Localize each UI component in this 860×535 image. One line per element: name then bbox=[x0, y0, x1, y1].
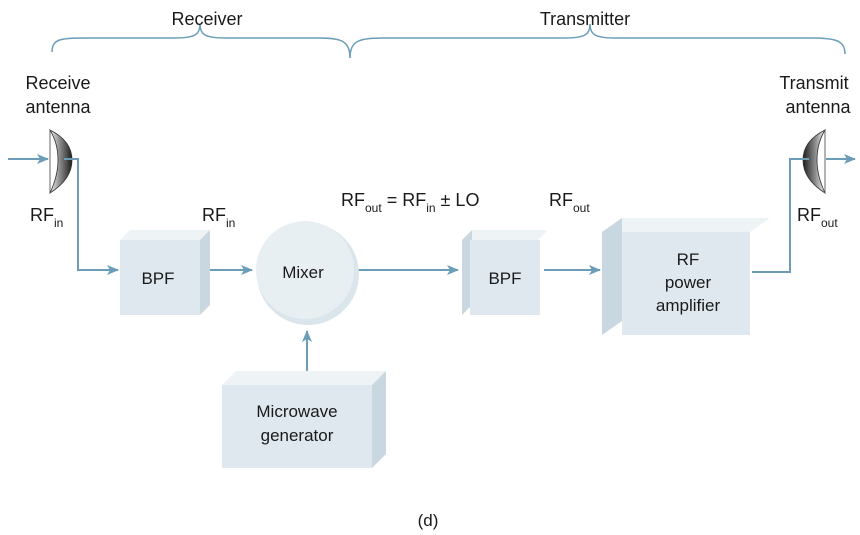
output-bpf-label: BPF bbox=[488, 269, 521, 288]
amplifier-label-line3: amplifier bbox=[656, 296, 721, 315]
output-bpf-block: BPF bbox=[462, 230, 548, 315]
transmit-antenna-label-line1: Transmit bbox=[779, 73, 848, 93]
microwave-generator-block: Microwave generator bbox=[222, 371, 386, 468]
amplifier-label-line1: RF bbox=[677, 250, 700, 269]
rf-power-amplifier-block: RF power amplifier bbox=[602, 218, 770, 335]
rf-out-label-amplifier: RFout bbox=[549, 190, 590, 215]
mixer-block: Mixer bbox=[256, 221, 359, 325]
generator-label-line1: Microwave bbox=[256, 402, 337, 421]
antenna-to-bpf-line bbox=[64, 158, 119, 275]
receiver-brace bbox=[51, 23, 351, 59]
mixer-label: Mixer bbox=[282, 263, 324, 282]
input-bpf-block: BPF bbox=[120, 230, 210, 315]
amplifier-label-line2: power bbox=[665, 273, 712, 292]
figure-caption: (d) bbox=[418, 511, 439, 530]
rf-in-label-mixer: RFin bbox=[202, 205, 235, 230]
transmitter-label: Transmitter bbox=[540, 9, 630, 29]
transmit-antenna-icon bbox=[802, 129, 827, 195]
receive-antenna-label-line2: antenna bbox=[25, 97, 91, 117]
input-bpf-label: BPF bbox=[141, 269, 174, 288]
amplifier-to-antenna-line bbox=[752, 158, 809, 273]
rf-in-label-antenna: RFin bbox=[30, 205, 63, 230]
receive-antenna-label-line1: Receive bbox=[25, 73, 90, 93]
mixing-equation: RFout = RFin ± LO bbox=[341, 190, 479, 215]
receiver-label: Receiver bbox=[171, 9, 242, 29]
transmitter-brace bbox=[349, 23, 846, 59]
rf-out-label-antenna: RFout bbox=[797, 205, 838, 230]
transmit-antenna-label-line2: antenna bbox=[785, 97, 851, 117]
receive-antenna-icon bbox=[48, 129, 73, 195]
generator-label-line2: generator bbox=[261, 426, 334, 445]
